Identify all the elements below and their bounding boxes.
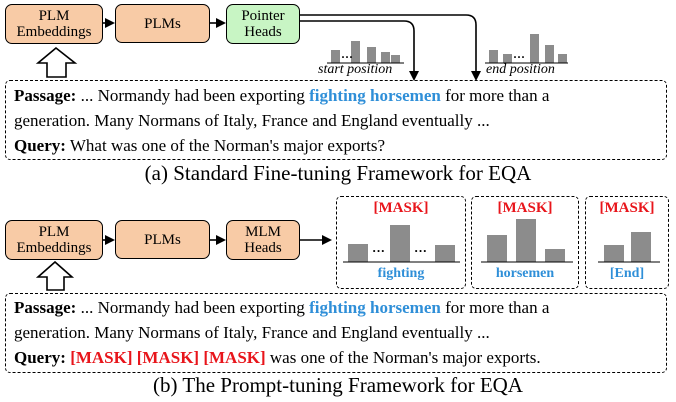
passage-pre-top: ... Normandy had been exporting <box>76 86 310 105</box>
mask-panel-2-mask: [MASK] <box>497 200 553 216</box>
mask-panel-1-bars <box>348 225 455 262</box>
passage-line-1-top: Passage: ... Normandy had been exporting… <box>14 85 549 107</box>
passage-post-top: for more than a <box>440 86 550 105</box>
mask-panel-3-mask: [MASK] <box>599 200 655 216</box>
query-label-bottom: Query: <box>14 348 66 367</box>
mlm-heads-node: MLM Heads <box>226 220 300 260</box>
passage-label-top: Passage: <box>14 86 77 105</box>
mask-panel-2-token: horsemen <box>495 266 555 281</box>
caption-a: (a) Standard Fine-tuning Framework for E… <box>144 161 532 185</box>
query-masks-bottom: [MASK] [MASK] [MASK] <box>65 348 266 367</box>
mask-panel-1-mask: [MASK] <box>373 200 429 216</box>
passage-line-1-bottom: Passage: ... Normandy had been exporting… <box>14 297 549 319</box>
passage-line-2-bottom: generation. Many Normans of Italy, Franc… <box>14 323 490 342</box>
end-position-label: end position <box>486 62 555 77</box>
plm-embeddings-node-bottom: PLM Embeddings <box>5 220 103 260</box>
query-text-top: What was one of the Norman's major expor… <box>65 136 385 155</box>
end-position-bars <box>489 34 567 63</box>
passage-query-panel-top <box>5 80 667 160</box>
pointer-heads-node: Pointer Heads <box>226 4 300 44</box>
mask-panel-2 <box>471 196 579 289</box>
plm-embeddings-node-top: PLM Embeddings <box>5 4 103 44</box>
mask-panel-3-bars <box>604 232 651 262</box>
passage-answer-bottom: fighting horsemen <box>309 298 441 317</box>
input-arrow-top <box>35 46 78 78</box>
passage-pre-bottom: ... Normandy had been exporting <box>76 298 310 317</box>
query-line-top: Query: What was one of the Norman's majo… <box>14 135 385 157</box>
passage-label-bottom: Passage: <box>14 298 77 317</box>
mask-panel-3-token: [End] <box>609 266 645 281</box>
mask-bars-ellipsis-1: ··· <box>372 243 386 258</box>
start-bars-ellipsis: ··· <box>341 50 354 64</box>
passage-query-panel-bottom <box>5 293 667 373</box>
mask-bars-ellipsis-2: ··· <box>414 243 428 258</box>
passage-answer-top: fighting horsemen <box>309 86 441 105</box>
passage-line-2-top: generation. Many Normans of Italy, Franc… <box>14 111 490 130</box>
caption-b: (b) The Prompt-tuning Framework for EQA <box>153 373 523 397</box>
mask-panel-1-token: fighting <box>377 266 425 281</box>
arrow-heads-to-start <box>300 20 419 81</box>
end-bars-ellipsis: ··· <box>513 50 526 64</box>
query-label-top: Query: <box>14 136 66 155</box>
start-position-bars <box>331 41 400 63</box>
query-line-bottom: Query: [MASK] [MASK] [MASK] was one of t… <box>14 347 541 369</box>
mask-panel-1 <box>336 196 466 289</box>
plms-node-bottom: PLMs <box>115 220 210 259</box>
mask-panel-2-bars <box>487 219 565 262</box>
mask-panel-3 <box>585 196 669 289</box>
start-position-label: start position <box>318 62 393 77</box>
query-text-bottom: was one of the Norman's major exports. <box>265 348 541 367</box>
plms-node-top: PLMs <box>115 4 210 43</box>
arrow-heads-to-end <box>300 14 481 81</box>
input-arrow-bottom <box>35 260 75 291</box>
passage-post-bottom: for more than a <box>440 298 550 317</box>
